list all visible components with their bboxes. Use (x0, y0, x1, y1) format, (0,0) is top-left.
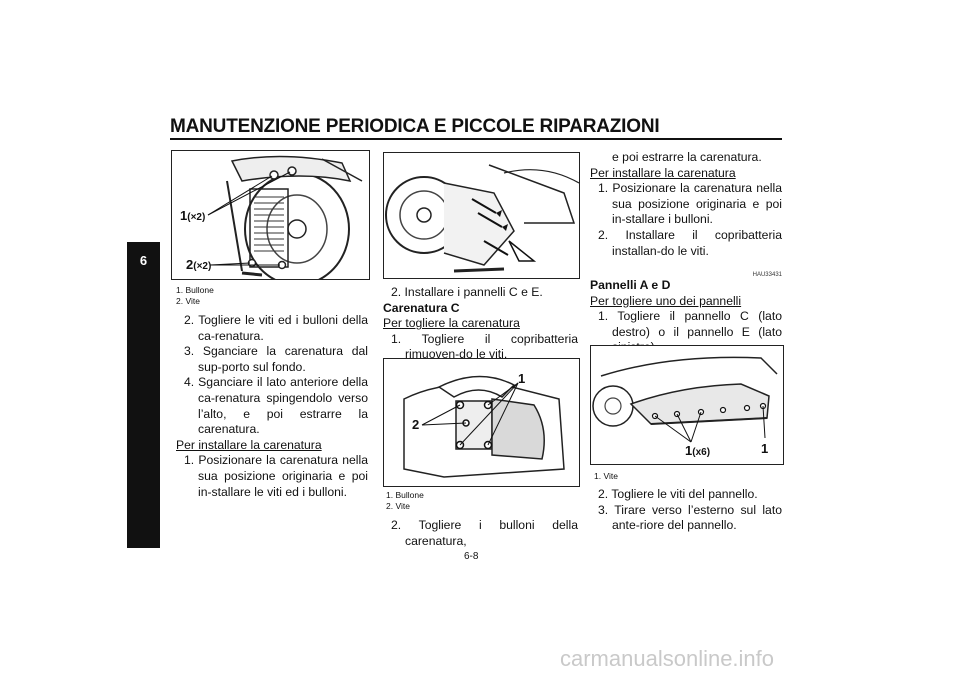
figure-legend: 1. Vite (594, 471, 784, 482)
column-2-text-top: 2. Installare i pannelli C e E. Carenatu… (383, 285, 578, 363)
step-3: 3. Tirare verso l’esterno sul lato ante-… (598, 502, 782, 533)
figure-fairing-bolts (383, 152, 580, 279)
watermark: carmanualsonline.info (560, 646, 775, 671)
legend-item: 2. Vite (386, 501, 410, 511)
page-number: 6-8 (464, 551, 479, 562)
step-2: 2. Togliere le viti ed i bulloni della c… (184, 313, 368, 343)
callout-2: 2 (412, 417, 420, 432)
step-remove-bolts: 2. Togliere i bulloni della carenatura, (391, 518, 578, 548)
legend-item: 1. Bullone (386, 490, 424, 500)
legend-item: 1. Bullone (176, 285, 214, 295)
remove-heading: Per togliere la carenatura (383, 316, 520, 331)
column-2-text-bottom: 2. Togliere i bulloni della carenatura, (383, 518, 578, 549)
remove-step-1: 1. Togliere il copribatteria rimuoven-do… (391, 331, 578, 362)
step-2: 2. Togliere le viti del pannello. (598, 487, 758, 501)
remove-heading: Per togliere uno dei pannelli (590, 293, 742, 308)
install-heading: Per installare la carenatura (176, 437, 322, 452)
step-4: 4. Sganciare il lato anteriore della ca-… (184, 375, 368, 437)
callout-2: 2(×2) (186, 257, 212, 272)
callout-1: 1 (518, 371, 526, 386)
header-rule (170, 138, 782, 140)
figure-battery-cover: 1 2 (383, 358, 580, 487)
callout-1b: 1 (761, 441, 769, 456)
figure-side-panel: 1(x6) 1 (590, 345, 784, 465)
continuation-text: e poi estrarre la carenatura. (612, 150, 762, 164)
chapter-number: 6 (139, 253, 148, 268)
chapter-tab: 6 (127, 242, 160, 548)
step-3: 3. Sganciare la carenatura dal sup-porto… (184, 344, 368, 374)
figure-front-fairing: 1(×2) 2(×2) (171, 150, 370, 280)
legend-item: 1. Vite (594, 471, 618, 481)
page-title: MANUTENZIONE PERIODICA E PICCOLE RIPARAZ… (170, 116, 660, 137)
callout-1: 1(x6) (685, 443, 711, 458)
column-3-text-top: e poi estrarre la carenatura. Per instal… (590, 150, 782, 259)
section-code: HAU33431 (752, 272, 782, 278)
column-1-text: 2. Togliere le viti ed i bulloni della c… (176, 313, 368, 500)
step-install-panels: 2. Installare i pannelli C e E. (391, 285, 543, 299)
figure-legend: 1. Bullone 2. Vite (386, 490, 576, 512)
install-heading: Per installare la carenatura (590, 165, 736, 180)
section-title-pannelli: Pannelli A e D (590, 278, 671, 292)
figure-legend: 1. Bullone 2. Vite (176, 285, 366, 307)
callout-1: 1(×2) (180, 208, 206, 223)
section-title-carenatura-c: Carenatura C (383, 300, 460, 315)
install-step-2: 2. Installare il copribatteria installan… (598, 227, 782, 258)
install-step-1: 1. Posizionare la carenatura nella sua p… (184, 453, 368, 499)
install-step-1: 1. Posizionare la carenatura nella sua p… (598, 181, 782, 227)
column-3-text-bottom: 2. Togliere le viti del pannello. 3. Tir… (590, 487, 782, 534)
legend-item: 2. Vite (176, 296, 200, 306)
